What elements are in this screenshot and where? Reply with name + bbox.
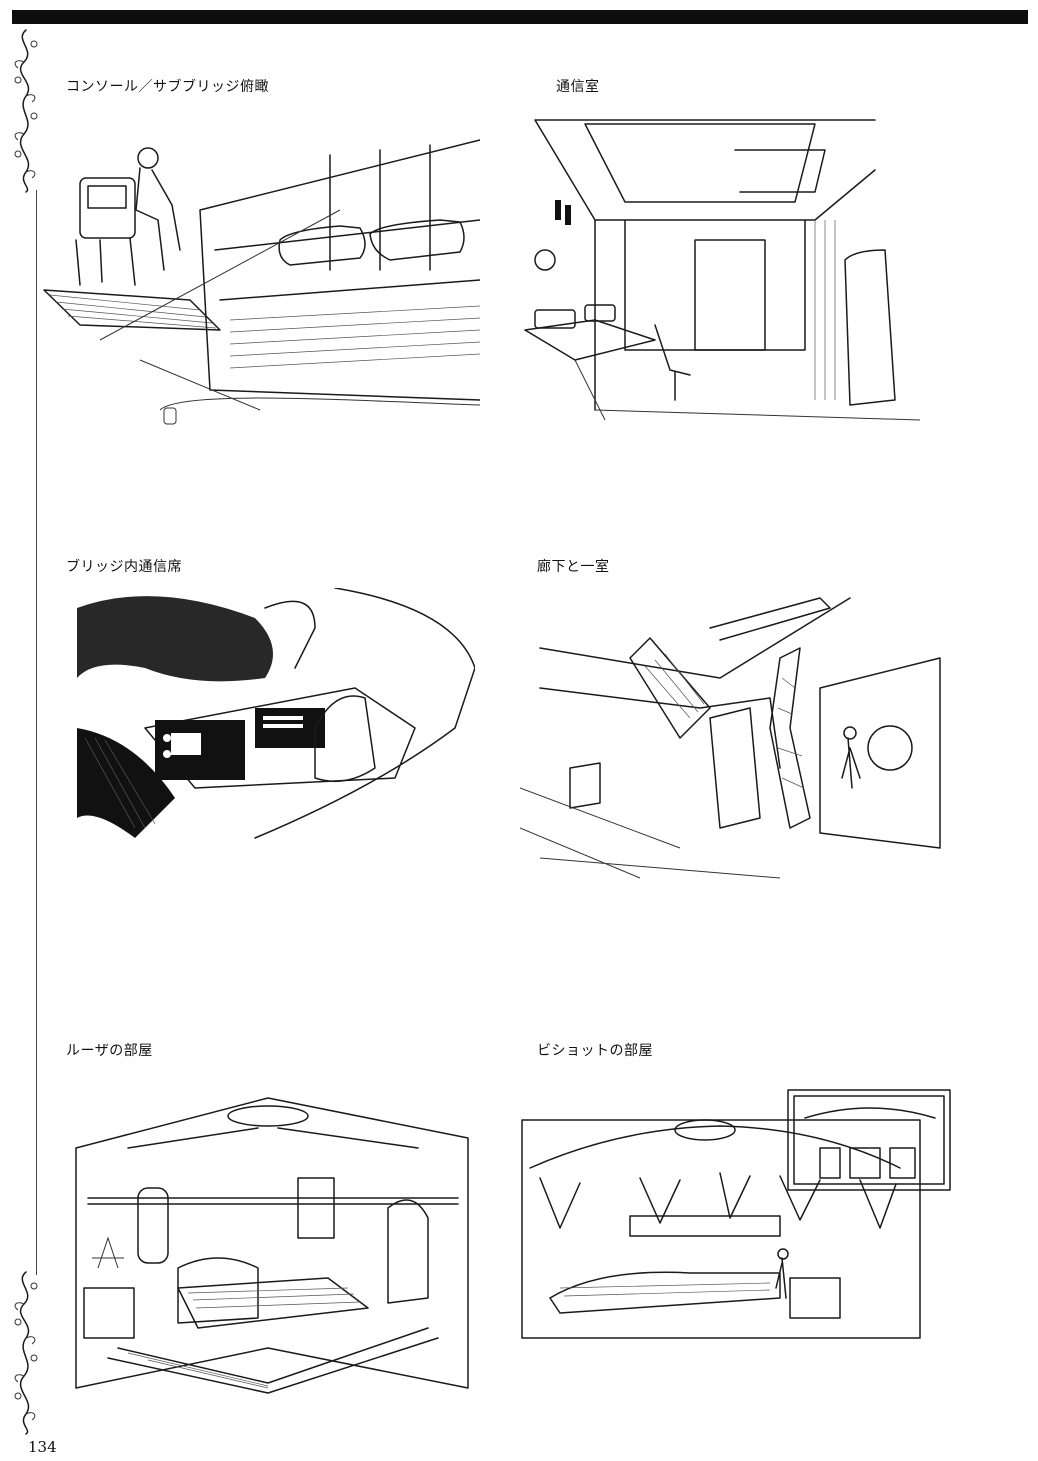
- caption-corridor: 廊下と一室: [537, 559, 610, 575]
- caption-comm-room: 通信室: [556, 79, 600, 95]
- caption-bishot-room: ビショットの部屋: [537, 1043, 653, 1059]
- caption-bridge-seat: ブリッジ内通信席: [66, 559, 182, 575]
- sketch-console-overview: [40, 110, 480, 430]
- vine-ornament-bottom-icon: [14, 1271, 38, 1435]
- caption-luza-room: ルーザの部屋: [66, 1043, 153, 1059]
- page-number: 134: [28, 1438, 57, 1456]
- sketch-corridor: [520, 588, 950, 883]
- caption-console: コンソール／サブブリッジ俯瞰: [66, 79, 269, 95]
- sketch-bridge-seat: [75, 588, 475, 858]
- sketch-comm-room: [515, 110, 925, 430]
- sketch-bishot-room: [520, 1088, 952, 1343]
- vine-ornament-top-icon: [14, 29, 38, 193]
- top-black-bar: [12, 10, 1028, 24]
- sketch-luza-room: [68, 1088, 478, 1403]
- margin-rule: [36, 190, 37, 1275]
